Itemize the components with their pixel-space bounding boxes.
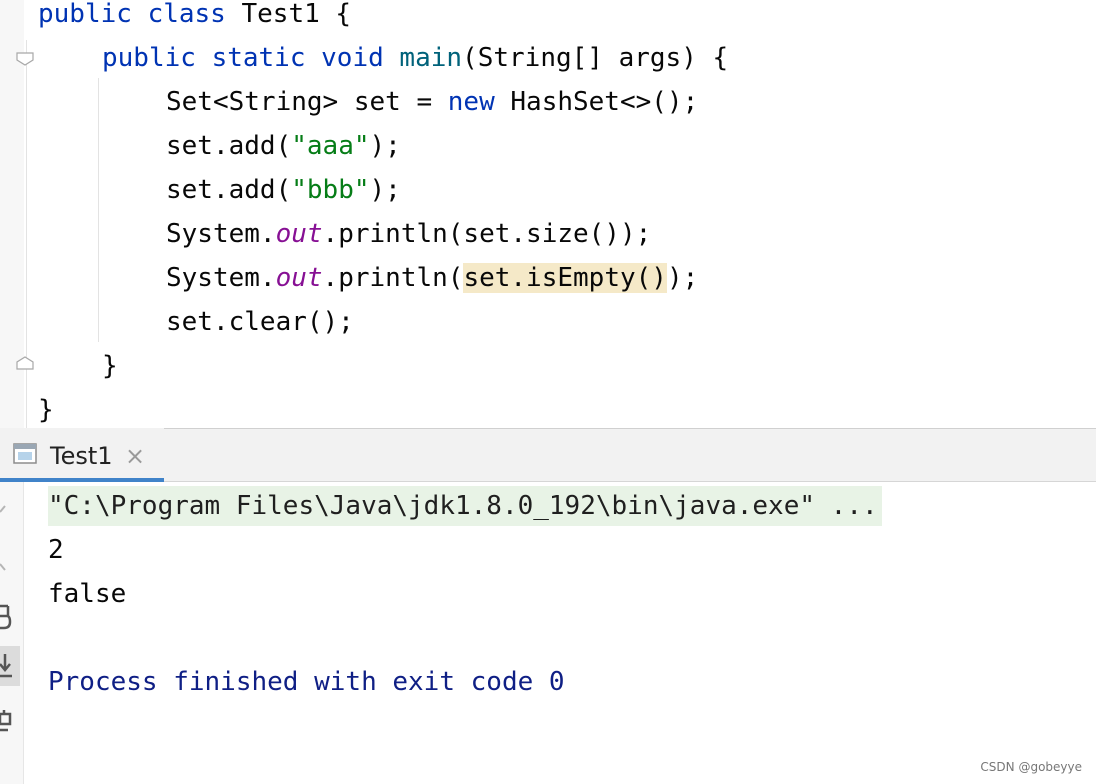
code-text: HashSet<>(); <box>494 87 699 117</box>
string-literal: "aaa" <box>291 131 370 161</box>
code-line-2: public static void main(String[] args) { <box>102 36 728 80</box>
print-icon[interactable] <box>0 700 20 740</box>
fold-end-marker-icon[interactable] <box>16 356 34 370</box>
up-arrow-icon[interactable] <box>0 490 20 530</box>
console-toolbar <box>0 482 24 784</box>
code-text: set.add( <box>166 175 292 205</box>
code-text: System. <box>166 263 276 293</box>
down-arrow-icon[interactable] <box>0 548 20 588</box>
code-text: .println( <box>322 263 464 293</box>
code-text: Set<String> set = <box>166 87 448 117</box>
static-field: out <box>275 263 323 293</box>
code-line-9: } <box>102 344 118 388</box>
string-literal: "bbb" <box>291 175 370 205</box>
code-text: ); <box>666 263 699 293</box>
code-line-7: System.out.println(set.isEmpty()); <box>166 256 698 300</box>
code-text: .println(set.size()); <box>322 219 652 249</box>
keyword: public static void <box>102 43 400 73</box>
indent-guide <box>98 78 99 342</box>
class-declaration: Test1 { <box>241 0 352 29</box>
code-line-10: } <box>38 388 54 432</box>
code-text: set.add( <box>166 131 292 161</box>
watermark: CSDN @gobeyye <box>980 760 1082 774</box>
keyword: new <box>447 87 495 117</box>
code-line-3: Set<String> set = new HashSet<>(); <box>166 80 698 124</box>
code-line-6: System.out.println(set.size()); <box>166 212 651 256</box>
active-tab-indicator <box>0 478 164 482</box>
code-line-4: set.add("aaa"); <box>166 124 401 168</box>
closing-brace: } <box>38 395 54 425</box>
tab-label: Test1 <box>50 442 113 470</box>
scroll-to-end-icon[interactable] <box>0 646 20 686</box>
closing-brace: } <box>102 351 118 381</box>
close-icon[interactable]: × <box>124 442 146 470</box>
console-output-line: false <box>48 579 127 609</box>
code-text: ); <box>369 175 401 205</box>
console-icon <box>13 443 37 464</box>
editor-gutter <box>0 0 24 428</box>
method-signature: (String[] args) { <box>462 43 729 73</box>
console-exit-message: Process finished with exit code 0 <box>48 667 565 697</box>
highlighted-expression: set.isEmpty() <box>463 263 667 293</box>
soft-wrap-icon[interactable] <box>0 598 20 638</box>
indent-guide <box>26 40 27 428</box>
fold-marker-icon[interactable] <box>16 52 34 66</box>
keyword: public class <box>38 0 242 29</box>
code-text: ); <box>369 131 401 161</box>
code-text: set.clear(); <box>166 307 354 337</box>
console-command-line: "C:\Program Files\Java\jdk1.8.0_192\bin\… <box>48 486 882 526</box>
static-field: out <box>275 219 323 249</box>
code-line-8: set.clear(); <box>166 300 354 344</box>
console-output-line: 2 <box>48 535 64 565</box>
code-editor[interactable]: public class Test1 { public static void … <box>0 0 1096 428</box>
run-tool-window-header <box>0 428 1096 482</box>
code-line-5: set.add("bbb"); <box>166 168 401 212</box>
code-line-1: public class Test1 { <box>38 0 351 36</box>
method-name: main <box>399 43 463 73</box>
code-text: System. <box>166 219 276 249</box>
